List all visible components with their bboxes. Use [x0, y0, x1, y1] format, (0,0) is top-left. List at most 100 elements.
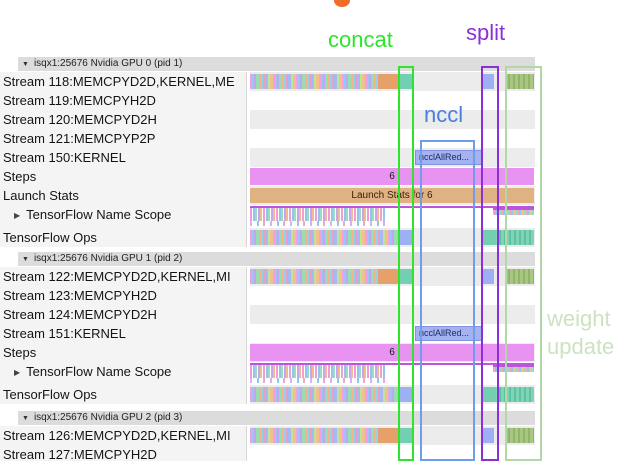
row-label-text: Stream 123:MEMCPYH2D: [3, 288, 157, 303]
row-label-stream-122-memcpyd2d-kernel-mi[interactable]: Stream 122:MEMCPYD2D,KERNEL,MI: [0, 267, 247, 286]
timeline-track: ncclAllRed...: [250, 148, 535, 167]
row-label-stream-123-memcpyh2d[interactable]: Stream 123:MEMCPYH2D: [0, 286, 247, 305]
concat-kernel-event[interactable]: [398, 428, 412, 443]
section-header-band[interactable]: ▼ isqx1:25676 Nvidia GPU 1 (pid 2): [18, 252, 535, 266]
gpu-section: ▼isqx1:25676 Nvidia GPU 0 (pid 1)Stream …: [0, 57, 622, 247]
row-label-text: TensorFlow Name Scope: [26, 364, 172, 379]
row-label-stream-121-memcpyp2p[interactable]: Stream 121:MEMCPYP2P: [0, 129, 247, 148]
row-label-steps[interactable]: Steps: [0, 343, 247, 362]
row-label-stream-151-kernel[interactable]: Stream 151:KERNEL: [0, 324, 247, 343]
timeline-track: [250, 385, 535, 404]
timeline-track: [250, 228, 535, 247]
row-label-text: Stream 124:MEMCPYD2H: [3, 307, 157, 322]
name-scope-root-bar[interactable]: [250, 206, 534, 208]
split-op-event[interactable]: [481, 387, 496, 402]
launch-stats-bar[interactable]: Launch Stats for 6: [250, 188, 534, 203]
row-label-tensorflow-name-scope[interactable]: ▶ TensorFlow Name Scope: [0, 362, 247, 385]
dense-kernel-events[interactable]: [250, 428, 378, 443]
row-label-stream-150-kernel[interactable]: Stream 150:KERNEL: [0, 148, 247, 167]
timeline-track: [250, 426, 535, 445]
name-scope-sub-events[interactable]: [250, 221, 385, 226]
collapse-triangle-icon[interactable]: ▼: [22, 415, 29, 422]
step-bar[interactable]: 6: [250, 168, 534, 185]
row-label-stream-119-memcpyh2d[interactable]: Stream 119:MEMCPYH2D: [0, 91, 247, 110]
dense-kernel-events[interactable]: [250, 74, 378, 89]
section-header-row[interactable]: ▼isqx1:25676 Nvidia GPU 0 (pid 1): [0, 57, 622, 72]
section-header-band[interactable]: ▼isqx1:25676 Nvidia GPU 2 (pid 3): [18, 411, 535, 425]
row-stream-122-memcpyd2d-kernel-mi: Stream 122:MEMCPYD2D,KERNEL,MI: [0, 267, 622, 286]
nccl-allreduce-event-bar[interactable]: ncclAllRed...: [415, 150, 483, 165]
split-kernel-event[interactable]: [481, 428, 494, 443]
timeline-track: [250, 445, 535, 461]
row-label-text: Stream 151:KERNEL: [3, 326, 126, 341]
section-header-row[interactable]: ▼isqx1:25676 Nvidia GPU 2 (pid 3): [0, 411, 622, 426]
step-bar[interactable]: 6: [250, 344, 534, 361]
nccl-allreduce-event-bar[interactable]: ncclAllRed...: [415, 326, 483, 341]
row-stream-126-memcpyd2d-kernel-mi: Stream 126:MEMCPYD2D,KERNEL,MI: [0, 426, 622, 445]
memcpy-event[interactable]: [378, 428, 398, 443]
weight-update-op-events[interactable]: [496, 230, 534, 245]
name-scope-events[interactable]: [250, 365, 385, 378]
row-label-stream-120-memcpyd2h[interactable]: Stream 120:MEMCPYD2H: [0, 110, 247, 129]
collapse-triangle-icon[interactable]: ▼: [22, 61, 29, 68]
row-label-tensorflow-name-scope[interactable]: ▶TensorFlow Name Scope: [0, 205, 247, 228]
timeline-track: 6: [250, 343, 535, 362]
row-label-stream-124-memcpyd2h[interactable]: Stream 124:MEMCPYD2H: [0, 305, 247, 324]
row-label-stream-126-memcpyd2d-kernel-mi[interactable]: Stream 126:MEMCPYD2D,KERNEL,MI: [0, 426, 247, 445]
row-label-text: Stream 127:MEMCPYH2D: [3, 447, 157, 461]
expand-triangle-icon[interactable]: ▶: [14, 211, 21, 220]
split-op-event[interactable]: [481, 230, 496, 245]
row-steps: Steps 6: [0, 343, 622, 362]
section-header-title: isqx1:25676 Nvidia GPU 1 (pid 2): [33, 253, 183, 264]
name-scope-root-bar[interactable]: [250, 363, 534, 365]
row-label-steps[interactable]: Steps: [0, 167, 247, 186]
concat-op-event[interactable]: [398, 387, 413, 402]
concat-kernel-event[interactable]: [398, 269, 412, 284]
timeline-track: [250, 72, 535, 91]
row-label-tensorflow-ops[interactable]: TensorFlow Ops: [0, 385, 247, 404]
dense-op-events[interactable]: [250, 230, 398, 245]
row-label-tensorflow-ops[interactable]: TensorFlow Ops: [0, 228, 247, 247]
timeline-track: [250, 91, 535, 110]
memcpy-event[interactable]: [378, 269, 398, 284]
name-scope-sub-events[interactable]: [250, 378, 385, 383]
section-header-row[interactable]: ▼ isqx1:25676 Nvidia GPU 1 (pid 2): [0, 252, 622, 267]
timeline-track: [250, 362, 535, 385]
concat-kernel-event[interactable]: [398, 74, 412, 89]
weight-update-events[interactable]: [505, 269, 534, 284]
split-kernel-event[interactable]: [481, 269, 494, 284]
row-stream-118-memcpyd2d-kernel-me: Stream 118:MEMCPYD2D,KERNEL,ME: [0, 72, 622, 91]
row-stream-150-kernel: Stream 150:KERNEL ncclAllRed...: [0, 148, 622, 167]
concat-op-event[interactable]: [398, 230, 413, 245]
row-stream-120-memcpyd2h: Stream 120:MEMCPYD2H: [0, 110, 622, 129]
row-label-text: Steps: [3, 345, 37, 360]
row-tensorflow-name-scope: ▶ TensorFlow Name Scope: [0, 362, 622, 385]
dense-op-events[interactable]: [250, 387, 398, 402]
trace-rows-container: ▼isqx1:25676 Nvidia GPU 0 (pid 1)Stream …: [0, 57, 622, 461]
expand-triangle-icon[interactable]: ▶: [14, 368, 21, 377]
row-label-text: Stream 120:MEMCPYD2H: [3, 112, 157, 127]
row-stream-121-memcpyp2p: Stream 121:MEMCPYP2P: [0, 129, 622, 148]
collapse-triangle-icon[interactable]: ▼: [22, 256, 29, 263]
row-label-launch-stats[interactable]: Launch Stats: [0, 186, 247, 205]
row-label-text: TensorFlow Ops: [3, 387, 97, 402]
timeline-track: [250, 267, 535, 286]
weight-update-op-events[interactable]: [496, 387, 534, 402]
section-header-band[interactable]: ▼isqx1:25676 Nvidia GPU 0 (pid 1): [18, 57, 535, 71]
name-scope-weight-update-events[interactable]: [493, 208, 534, 215]
row-label-stream-118-memcpyd2d-kernel-me[interactable]: Stream 118:MEMCPYD2D,KERNEL,ME: [0, 72, 247, 91]
weight-update-events[interactable]: [505, 74, 534, 89]
row-tensorflow-ops: TensorFlow Ops: [0, 385, 622, 404]
name-scope-weight-update-events[interactable]: [493, 365, 534, 372]
row-label-stream-127-memcpyh2d[interactable]: Stream 127:MEMCPYH2D: [0, 445, 247, 461]
name-scope-events[interactable]: [250, 208, 385, 221]
row-stream-127-memcpyh2d: Stream 127:MEMCPYH2D: [0, 445, 622, 461]
memcpy-event[interactable]: [378, 74, 398, 89]
weight-update-events[interactable]: [505, 428, 534, 443]
dense-kernel-events[interactable]: [250, 269, 378, 284]
row-stream-119-memcpyh2d: Stream 119:MEMCPYH2D: [0, 91, 622, 110]
truncated-orange-annotation-fragment: [334, 0, 350, 7]
split-kernel-event[interactable]: [481, 74, 494, 89]
timeline-track: [250, 305, 535, 324]
